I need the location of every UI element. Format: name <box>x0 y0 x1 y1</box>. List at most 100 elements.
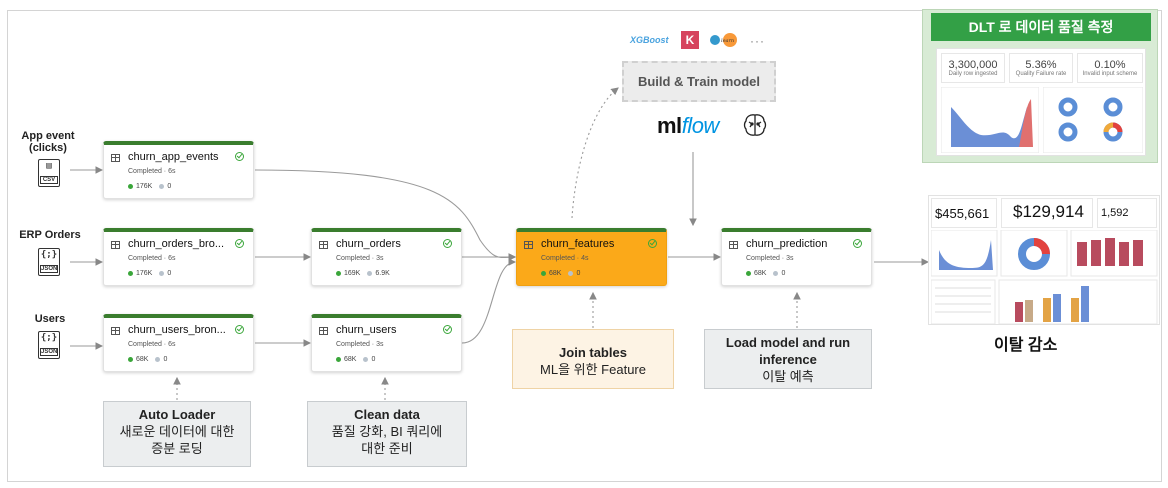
annotation-line: 품질 강화, BI 쿼리에 <box>331 424 443 439</box>
csv-glyph: ▤ <box>46 161 52 171</box>
brain-icon <box>743 114 767 136</box>
rows-count: 68K <box>344 356 357 363</box>
rows-count: 68K <box>136 356 149 363</box>
node-name: churn_prediction <box>746 238 828 250</box>
kpi-invalid-scheme: 0.10%Invalid input scheme <box>1077 59 1143 77</box>
more-tools-ellipsis: ··· <box>750 34 765 48</box>
annotation-inference: Load model and run inference 이탈 예측 <box>704 329 872 389</box>
kpi-card <box>1009 53 1073 83</box>
other-count: 0 <box>781 270 786 277</box>
node-metrics: 176K 0 <box>128 183 171 190</box>
json-tag: JSON <box>40 348 58 356</box>
kpi-card <box>1097 198 1157 228</box>
rows-count: 68K <box>754 270 767 277</box>
check-circle-icon <box>235 325 244 334</box>
node-status: Completed · 6s <box>128 255 176 262</box>
node-metrics: 68K 0 <box>128 356 167 363</box>
charts-thumbnail <box>931 230 1158 324</box>
node-status: Completed · 3s <box>746 255 794 262</box>
kpi-card <box>1001 198 1093 228</box>
keras-logo: K <box>681 31 699 49</box>
churn-dashboard-thumbnail: $455,661 $129,914 1,592 <box>928 195 1160 325</box>
kpi-card <box>941 53 1005 83</box>
node-name: churn_app_events <box>128 151 219 163</box>
node-status: Completed · 6s <box>128 168 176 175</box>
annotation-line: 새로운 데이터에 대한 <box>119 424 235 439</box>
node-status: Completed · 3s <box>336 341 384 348</box>
dlt-panel-title: DLT 로 데이터 품질 측정 <box>931 13 1151 41</box>
check-circle-icon <box>443 325 452 334</box>
annotation-title: Clean data <box>354 407 420 422</box>
node-name: churn_orders <box>336 238 401 250</box>
kpi-label: Quality Failure rate <box>1015 71 1067 77</box>
source-app-events-text: App event (clicks) <box>21 130 75 154</box>
kpi-card <box>1077 53 1143 83</box>
build-train-model-box: Build & Train model <box>622 61 776 102</box>
check-circle-icon <box>853 239 862 248</box>
other-count: 0 <box>167 183 172 190</box>
kpi-label: Invalid input scheme <box>1082 71 1138 77</box>
node-churn-prediction[interactable]: churn_prediction Completed · 3s 68K 0 <box>721 228 872 286</box>
rows-count: 68K <box>549 270 562 277</box>
annotation-title-2: inference <box>759 352 817 367</box>
table-icon <box>524 241 533 249</box>
check-circle-icon <box>235 239 244 248</box>
table-icon <box>319 327 328 335</box>
other-count: 0 <box>167 270 172 277</box>
node-metrics: 68K 0 <box>746 270 785 277</box>
table-icon <box>319 241 328 249</box>
kpi-revenue: $455,661 <box>935 206 990 221</box>
node-name: churn_features <box>541 238 615 250</box>
node-churn-app-events[interactable]: churn_app_events Completed · 6s 176K 0 <box>103 141 254 199</box>
other-count: 6.9K <box>375 270 390 277</box>
source-label-users: Users <box>20 313 80 325</box>
donut-charts-thumbnail <box>1043 87 1143 153</box>
annotation-title: Join tables <box>559 345 627 360</box>
churn-reduction-label: 이탈 감소 <box>994 337 1058 354</box>
mlflow-ml-text: ml <box>657 113 682 138</box>
node-name: churn_orders_bro... <box>128 238 224 250</box>
node-name: churn_users <box>336 324 397 336</box>
node-status: Completed · 6s <box>128 341 176 348</box>
json-glyph: {;} <box>40 333 58 343</box>
svg-text:learn: learn <box>721 38 734 44</box>
rows-count: 176K <box>136 183 153 190</box>
annotation-title: Load model and run <box>725 335 851 350</box>
json-file-icon: {;} JSON <box>38 331 60 359</box>
source-users-text: Users <box>34 313 66 325</box>
csv-tag: CSV <box>40 176 58 184</box>
node-status: Completed · 4s <box>541 255 589 262</box>
json-glyph: {;} <box>40 250 58 260</box>
json-tag: JSON <box>40 265 58 273</box>
mlflow-logo: mlflow <box>657 113 719 139</box>
scikit-learn-logo: learn <box>710 33 737 47</box>
kpi-value: 5.36% <box>1025 59 1057 71</box>
kpi-value: 0.10% <box>1094 59 1126 71</box>
kpi-customers: 1,592 <box>1101 207 1129 219</box>
xgboost-logo: XGBoost <box>630 35 669 45</box>
table-icon <box>111 241 120 249</box>
source-erp-orders-text: ERP Orders <box>19 229 81 241</box>
csv-file-icon: ▤ CSV <box>38 159 60 187</box>
node-status: Completed · 3s <box>336 255 384 262</box>
other-count: 0 <box>163 356 168 363</box>
check-circle-icon <box>648 239 657 248</box>
kpi-failure-rate: 5.36%Quality Failure rate <box>1009 59 1073 77</box>
kpi-label: Daily row ingested <box>948 71 998 77</box>
kpi-card <box>931 198 997 228</box>
mlflow-flow-text: flow <box>681 113 720 138</box>
check-circle-icon <box>235 152 244 161</box>
table-icon <box>729 241 738 249</box>
json-file-icon: {;} JSON <box>38 248 60 276</box>
